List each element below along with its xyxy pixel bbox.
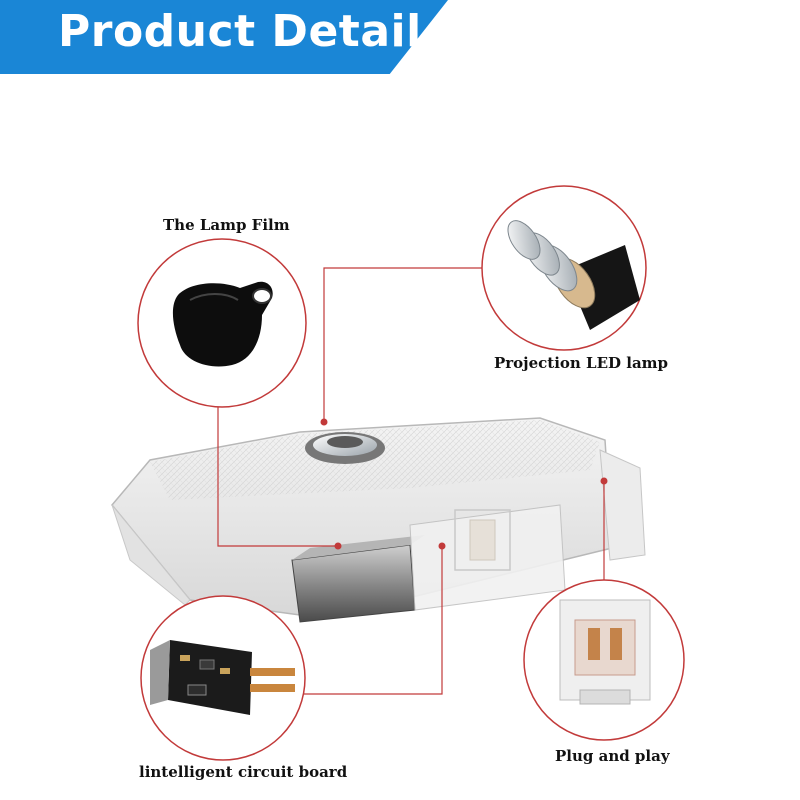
lamp-film-circle bbox=[137, 238, 307, 408]
callout-lamp-film: The Lamp Film bbox=[163, 216, 290, 234]
circuit-board-circle bbox=[140, 595, 306, 761]
page-title: Product Detail bbox=[58, 6, 422, 57]
callout-circuit-board: lintelligent circuit board bbox=[139, 763, 348, 781]
callout-dots bbox=[320, 418, 608, 550]
lamp-housing bbox=[111, 417, 646, 623]
header-banner bbox=[0, 0, 448, 74]
projection-led-circle bbox=[481, 185, 647, 351]
callout-projection-led: Projection LED lamp bbox=[494, 354, 669, 372]
callout-lines bbox=[217, 267, 605, 695]
plug-and-play-circle bbox=[523, 579, 685, 741]
callout-plug-and-play: Plug and play bbox=[555, 747, 670, 765]
